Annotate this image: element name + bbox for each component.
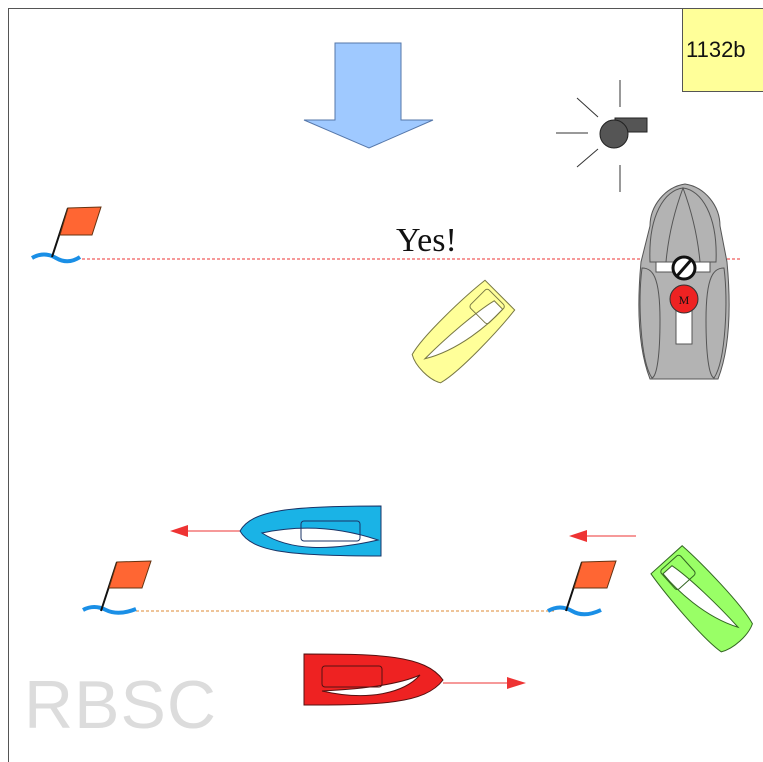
blue-boat [239,505,382,557]
red-boat [303,653,444,706]
yellow-boat [411,279,516,384]
no-entry-icon [671,255,697,281]
green-boat [650,545,753,653]
gate-flag-left-icon [82,560,152,615]
m-flag-icon: M [669,284,699,314]
frame-left-border [8,8,9,762]
gate-flag-right-icon [546,560,617,617]
green-boat-course-arrow [569,530,636,542]
pin-flag-icon [30,206,102,264]
red-boat-course-arrow [443,677,526,689]
frame-top-border [8,8,763,9]
svg-text:M: M [679,293,690,307]
sound-signal-whistle-icon [556,80,648,192]
committee-boat [638,183,730,380]
blue-boat-course-arrow [170,525,240,537]
wind-arrow [303,42,434,149]
annotation-yes: Yes! [396,222,457,259]
diagram-id-box [682,8,763,92]
watermark-logo: RBSC [24,667,217,743]
diagram-id-label: 1132b [686,37,746,62]
